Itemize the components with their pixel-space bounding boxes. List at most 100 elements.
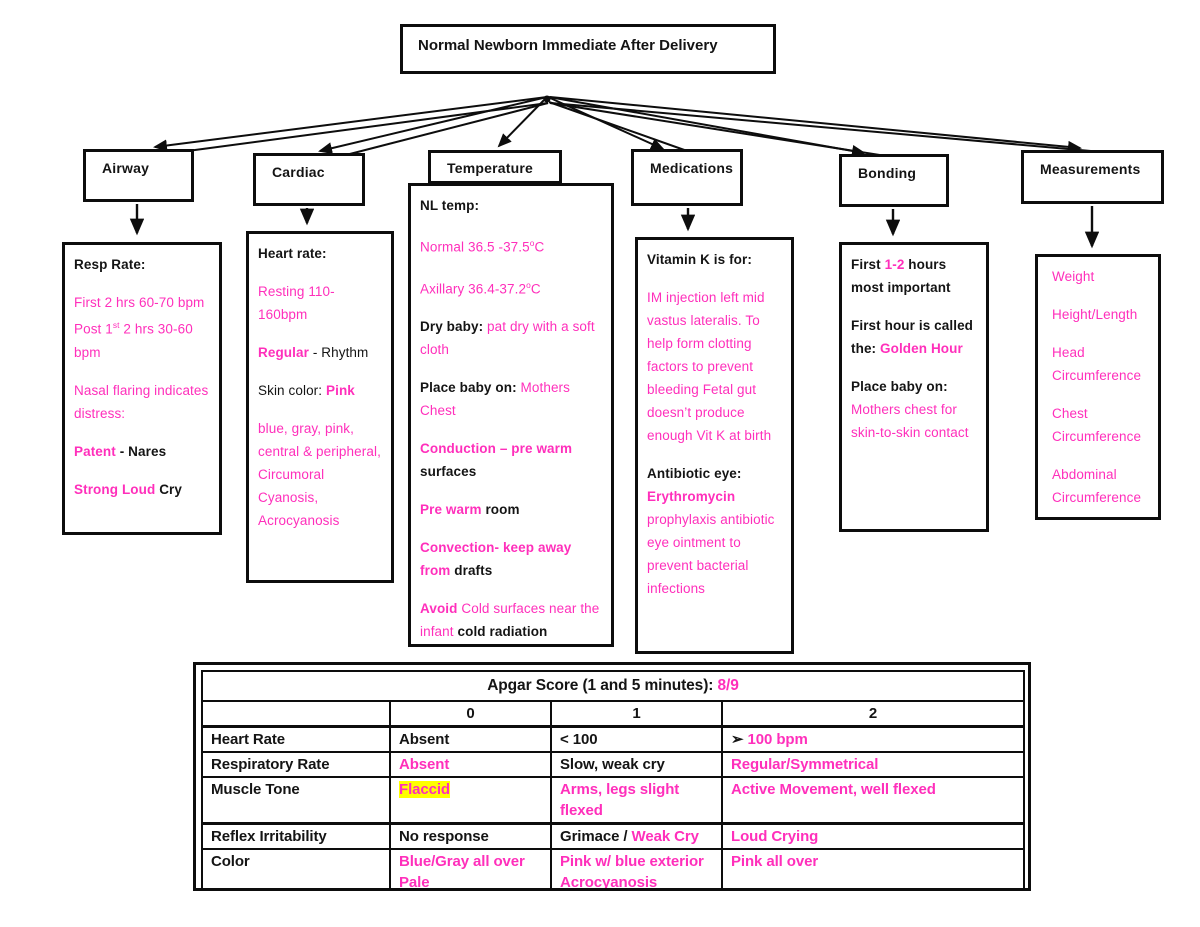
text-run: NL temp: (420, 198, 480, 213)
text-run: - Rhythm (312, 345, 369, 360)
paragraph: Nasal flaring indicates distress: (74, 379, 210, 425)
row-label: Respiratory Rate (201, 751, 391, 778)
paragraph: First hour is called the: Golden Hour (851, 314, 977, 360)
measurements-header-label: Measurements (1040, 161, 1141, 177)
text-run: IM injection left mid vastus lateralis. … (647, 290, 772, 443)
text-run: Height/Length (1052, 307, 1138, 322)
text-run: Antibiotic eye: (647, 466, 742, 481)
text-run: Place baby on: (851, 379, 948, 394)
apgar-table-container: Apgar Score (1 and 5 minutes): 8/9 0 1 2… (193, 662, 1031, 891)
text-run: Slow, weak cry (560, 756, 665, 773)
cell-muscle-tone-2: Active Movement, well flexed (721, 776, 1025, 825)
paragraph: blue, gray, pink, central & peripheral, … (258, 417, 382, 532)
text-run: Blue/Gray all over Pale (399, 853, 525, 891)
paragraph: Antibiotic eye: Erythromycin prophylaxis… (647, 462, 782, 600)
bonding-header-label: Bonding (858, 165, 917, 181)
text-run: hours most important (851, 257, 951, 295)
text-run: Resp Rate: (74, 257, 146, 272)
text-run: st (112, 320, 120, 330)
text-run: Pre warm (420, 502, 486, 517)
text-run: 8/9 (717, 677, 739, 694)
table-row-respiratory-rate: Respiratory Rate Absent Slow, weak cry R… (201, 751, 1025, 778)
text-run: Flaccid (399, 781, 450, 798)
table-row-color: Color Blue/Gray all over Pale Pink w/ bl… (201, 848, 1025, 891)
text-run: blue, gray, pink, central & peripheral, … (258, 421, 381, 528)
paragraph: Dry baby: pat dry with a soft cloth (420, 315, 602, 361)
paragraph: First 1-2 hours most important (851, 253, 977, 299)
medications-header-box: Medications (631, 149, 743, 206)
text-run: Regular/Symmetrical (731, 756, 879, 773)
row-label: Reflex Irritability (201, 822, 391, 850)
text-run: First 2 hrs 60-70 bpm Post 1 (74, 295, 205, 337)
text-run: cold radiation (457, 624, 548, 639)
text-run: Arms, legs slight flexed (560, 781, 680, 819)
text-run: Golden Hour (880, 341, 963, 356)
text-run: Weight (1052, 269, 1095, 284)
cell-respiratory-0: Absent (389, 751, 552, 778)
text-run: Nasal flaring indicates distress: (74, 382, 209, 421)
text-run: Loud Crying (731, 828, 819, 845)
text-run: No response (399, 828, 489, 845)
paragraph: Regular - Rhythm (258, 341, 382, 364)
cell-heart-rate-2: ➢ 100 bpm (721, 725, 1025, 753)
text-run: Absent (399, 756, 450, 773)
paragraph: Chest Circumference (1052, 402, 1149, 448)
text-run: First hour is called the: (851, 318, 974, 356)
text-run: pat dry with a soft cloth (420, 319, 595, 357)
text-run: Chest Circumference (1052, 406, 1142, 444)
medications-detail-box: Vitamin K is for: IM injection left mid v… (635, 237, 794, 654)
cell-reflex-1: Grimace / Weak Cry (550, 822, 723, 850)
cell-muscle-tone-0: Flaccid (389, 776, 552, 825)
paragraph: Vitamin K is for: (647, 248, 782, 271)
table-row-heart-rate: Heart Rate Absent < 100 ➢ 100 bpm (201, 725, 1025, 753)
text-run: < 100 (560, 731, 598, 748)
text-run: surfaces (420, 464, 477, 479)
paragraph: Heart rate: (258, 242, 382, 265)
text-run: prophylaxis antibiotic eye ointment to p… (647, 512, 775, 596)
row-label: Muscle Tone (201, 776, 391, 825)
apgar-score-table: Apgar Score (1 and 5 minutes): 8/9 0 1 2… (201, 670, 1025, 891)
text-run: Absent (399, 731, 450, 748)
text-run: Active Movement, well flexed (731, 781, 936, 798)
text-run: Cold surfaces near the infant (420, 601, 600, 639)
paragraph: Patent - Nares (74, 440, 210, 463)
airway-header-box: Airway (83, 149, 194, 202)
text-run: First (851, 257, 885, 272)
cardiac-header-label: Cardiac (272, 164, 325, 180)
paragraph: First 2 hrs 60-70 bpm Post 1st 2 hrs 30-… (74, 291, 210, 364)
text-run: 2 hrs 30-60 bpm (74, 321, 193, 360)
text-run: Head Circumference (1052, 345, 1142, 383)
text-run: Normal 36.5 -37.5 (420, 239, 530, 255)
paragraph: Place baby on: Mothers Chest (420, 376, 602, 422)
table-row-reflex-irritability: Reflex Irritability No response Grimace … (201, 822, 1025, 850)
apgar-title-row: Apgar Score (1 and 5 minutes): 8/9 (201, 670, 1025, 702)
paragraph: NL temp: (420, 194, 602, 217)
table-row-muscle-tone: Muscle Tone Flaccid Arms, legs slight fl… (201, 776, 1025, 825)
row-label: Heart Rate (201, 725, 391, 753)
page-title: Normal Newborn Immediate After Delivery (400, 24, 776, 74)
cell-reflex-2: Loud Crying (721, 822, 1025, 850)
paragraph: Weight (1052, 265, 1149, 288)
temperature-header-box: Temperature (428, 150, 562, 184)
measurements-header-box: Measurements (1021, 150, 1164, 204)
cell-reflex-0: No response (389, 822, 552, 850)
text-run: Heart rate: (258, 246, 327, 261)
text-run: Abdominal Circumference (1052, 467, 1142, 505)
paragraph: Conduction – pre warm surfaces (420, 437, 602, 483)
text-run: Skin color: (258, 383, 326, 398)
text-run: Regular (258, 345, 313, 360)
cell-muscle-tone-1: Arms, legs slight flexed (550, 776, 723, 825)
text-run: - Nares (119, 443, 167, 459)
airway-detail-box: Resp Rate: First 2 hrs 60-70 bpm Post 1st… (62, 242, 222, 535)
text-run: o (526, 279, 531, 290)
paragraph: Pre warm room (420, 498, 602, 521)
text-run: Cry (159, 481, 182, 497)
text-run: C (530, 281, 541, 296)
cell-respiratory-2: Regular/Symmetrical (721, 751, 1025, 778)
cell-color-0: Blue/Gray all over Pale (389, 848, 552, 891)
text-run: Weak Cry (631, 828, 699, 845)
cell-respiratory-1: Slow, weak cry (550, 751, 723, 778)
text-run: Patent (74, 443, 120, 459)
